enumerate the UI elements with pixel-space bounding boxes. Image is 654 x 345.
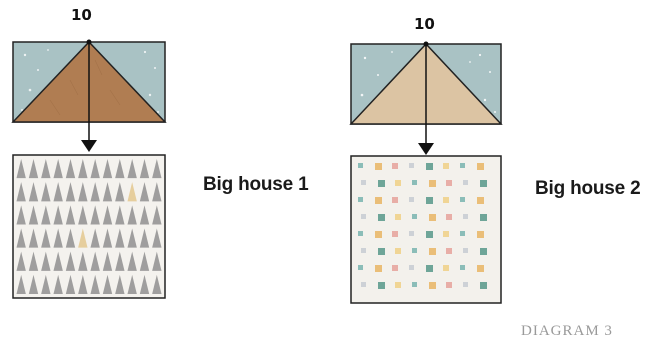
square-motif [443, 231, 449, 237]
square-motif [429, 248, 436, 255]
square-motif [460, 231, 465, 236]
square-motif [358, 265, 363, 270]
square-motif [358, 197, 363, 202]
square-motif [375, 197, 382, 204]
square-motif [395, 214, 401, 220]
square-motif [378, 282, 385, 289]
square-motif [477, 163, 484, 170]
square-motif [446, 248, 452, 254]
house-2-label: Big house 2 [535, 178, 640, 200]
square-motif [361, 248, 366, 253]
square-motif [426, 231, 433, 238]
square-motif [395, 180, 401, 186]
square-motif [463, 214, 468, 219]
house-2-fabric-block [351, 156, 501, 303]
diagram-caption: DIAGRAM 3 [521, 323, 613, 340]
square-motif [480, 180, 487, 187]
square-motif [480, 248, 487, 255]
square-motif [463, 180, 468, 185]
square-motif [429, 180, 436, 187]
square-motif [412, 248, 417, 253]
square-motif [395, 282, 401, 288]
square-motif [409, 197, 414, 202]
square-motif [375, 163, 382, 170]
house-2-arrow-head [418, 143, 434, 155]
square-motif [477, 197, 484, 204]
square-motif [412, 282, 417, 287]
square-motif [446, 214, 452, 220]
square-motif [409, 163, 414, 168]
square-motif [395, 248, 401, 254]
square-motif [409, 265, 414, 270]
square-motif [426, 197, 433, 204]
square-motif [412, 214, 417, 219]
square-motif [361, 180, 366, 185]
square-motif [378, 180, 385, 187]
square-motif [480, 214, 487, 221]
square-motif [460, 163, 465, 168]
square-motif [392, 197, 398, 203]
square-motif [378, 214, 385, 221]
square-motif [392, 163, 398, 169]
square-motif [443, 265, 449, 271]
square-motif [443, 197, 449, 203]
square-motif [361, 214, 366, 219]
square-motif [378, 248, 385, 255]
square-motif [446, 282, 452, 288]
square-motif [412, 180, 417, 185]
square-motif [477, 265, 484, 272]
square-motif [477, 231, 484, 238]
square-motif [361, 282, 366, 287]
square-motif [358, 163, 363, 168]
square-motif [460, 265, 465, 270]
square-motif [426, 163, 433, 170]
square-motif [429, 282, 436, 289]
square-motif [358, 231, 363, 236]
square-motif [426, 265, 433, 272]
house-2-apex-point [424, 42, 429, 47]
square-motif [392, 265, 398, 271]
square-motif [392, 231, 398, 237]
square-motif [375, 231, 382, 238]
square-motif [463, 248, 468, 253]
square-motif [429, 214, 436, 221]
square-motif [446, 180, 452, 186]
square-motif [409, 231, 414, 236]
square-motif [375, 265, 382, 272]
square-motif [443, 163, 449, 169]
square-motif [460, 197, 465, 202]
square-motif [463, 282, 468, 287]
square-motif [480, 282, 487, 289]
